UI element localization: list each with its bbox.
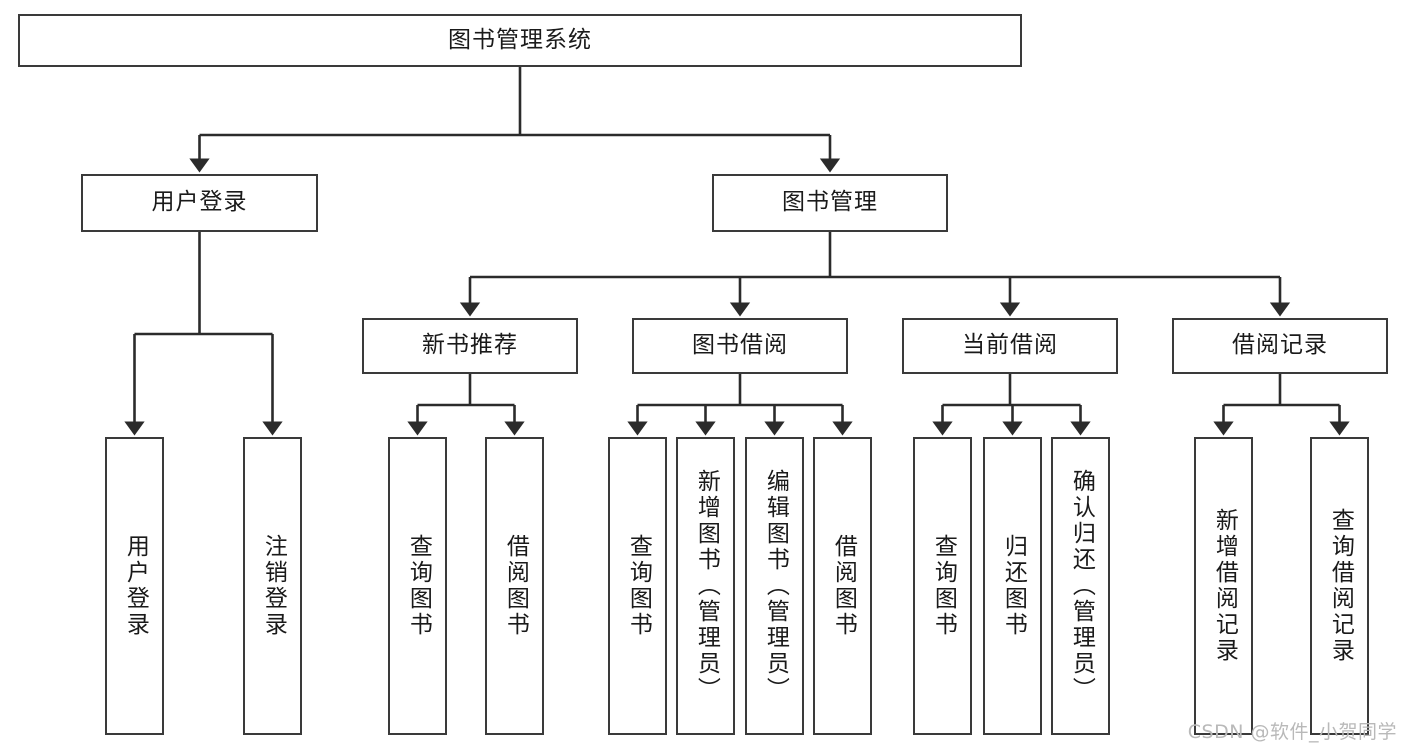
node-user-login[interactable]: 用户登录 — [81, 174, 318, 232]
node-new-book-recommend[interactable]: 新书推荐 — [362, 318, 578, 374]
node-label: 图书借阅 — [692, 332, 788, 359]
node-label: 查询图书 — [930, 534, 957, 638]
node-label: 借阅图书 — [502, 534, 529, 638]
node-label: 新增借阅记录 — [1211, 508, 1238, 664]
node-label: 编辑图书（管理员） — [762, 469, 789, 703]
node-book-borrow[interactable]: 图书借阅 — [632, 318, 848, 374]
node-label: 新增图书（管理员） — [693, 469, 720, 703]
node-leaf-confirm-return[interactable]: 确认归还（管理员） — [1051, 437, 1110, 735]
node-leaf-borrow-book-2[interactable]: 借阅图书 — [813, 437, 872, 735]
node-label: 当前借阅 — [962, 332, 1058, 359]
node-label: 新书推荐 — [422, 332, 518, 359]
node-book-manage[interactable]: 图书管理 — [712, 174, 948, 232]
node-label: 查询图书 — [625, 534, 652, 638]
node-label: 借阅图书 — [830, 534, 857, 638]
node-borrow-record[interactable]: 借阅记录 — [1172, 318, 1388, 374]
node-leaf-borrow-book-1[interactable]: 借阅图书 — [485, 437, 544, 735]
node-root[interactable]: 图书管理系统 — [18, 14, 1022, 67]
node-leaf-query-book-2[interactable]: 查询图书 — [608, 437, 667, 735]
node-label: 图书管理系统 — [448, 26, 592, 53]
node-leaf-add-book[interactable]: 新增图书（管理员） — [676, 437, 735, 735]
node-leaf-query-book-3[interactable]: 查询图书 — [913, 437, 972, 735]
node-label: 归还图书 — [1000, 534, 1027, 638]
node-leaf-query-book-1[interactable]: 查询图书 — [388, 437, 447, 735]
node-leaf-return-book[interactable]: 归还图书 — [983, 437, 1042, 735]
node-label: 注销登录 — [260, 534, 287, 638]
node-label: 查询图书 — [405, 534, 432, 638]
node-label: 图书管理 — [782, 189, 878, 216]
node-current-borrow[interactable]: 当前借阅 — [902, 318, 1118, 374]
node-leaf-logout[interactable]: 注销登录 — [243, 437, 302, 735]
node-label: 查询借阅记录 — [1327, 508, 1354, 664]
node-label: 借阅记录 — [1232, 332, 1328, 359]
node-label: 用户登录 — [122, 534, 149, 638]
node-label: 用户登录 — [151, 189, 248, 216]
node-leaf-query-record[interactable]: 查询借阅记录 — [1310, 437, 1369, 735]
node-leaf-add-record[interactable]: 新增借阅记录 — [1194, 437, 1253, 735]
node-leaf-user-login[interactable]: 用户登录 — [105, 437, 164, 735]
watermark-text: CSDN @软件_小贺同学 — [1187, 721, 1397, 743]
node-label: 确认归还（管理员） — [1068, 469, 1095, 703]
node-leaf-edit-book[interactable]: 编辑图书（管理员） — [745, 437, 804, 735]
